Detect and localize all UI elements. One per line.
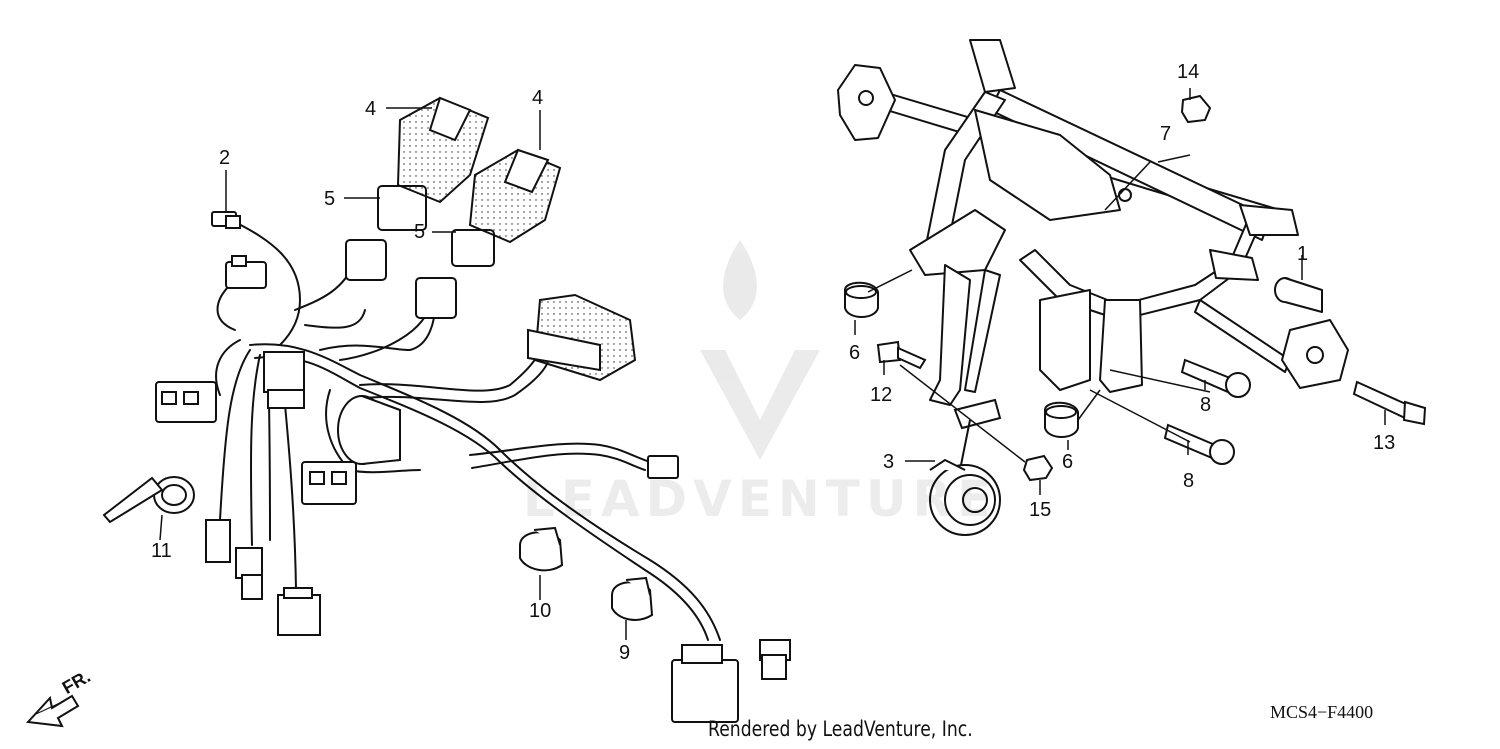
leader-lines: [159, 88, 1386, 640]
relay-covers: [396, 96, 637, 382]
callout-8-upper: 8: [1200, 394, 1212, 416]
callout-12: 12: [870, 384, 893, 406]
callout-7: 7: [1160, 123, 1172, 145]
callout-15: 15: [1029, 499, 1052, 521]
callout-6-left: 6: [849, 342, 861, 364]
callout-14: 14: [1177, 61, 1200, 83]
clamps: [102, 476, 654, 621]
watermark-logo: [700, 240, 820, 460]
render-credit: Rendered by LeadVenture, Inc.: [708, 717, 973, 741]
callout-13: 13: [1373, 432, 1396, 454]
callout-5-right: 5: [414, 221, 426, 243]
front-direction-arrow: [25, 694, 80, 728]
callout-9: 9: [619, 642, 631, 664]
fasteners: [844, 94, 1427, 536]
callout-11: 11: [151, 540, 172, 562]
callout-4-right: 4: [532, 87, 544, 109]
frame-bracket: [837, 39, 1349, 406]
callout-1: 1: [1297, 243, 1309, 265]
callout-4-left: 4: [365, 98, 377, 120]
callout-5-left: 5: [324, 188, 336, 210]
callout-2: 2: [219, 147, 231, 169]
callout-10: 10: [529, 600, 552, 622]
callout-8-lower: 8: [1183, 470, 1195, 492]
harness-connectors: [155, 185, 791, 723]
callout-6-right: 6: [1062, 451, 1074, 473]
diagram-code: MCS4−F4400: [1270, 702, 1374, 722]
watermark-text: LEADVENTURE: [522, 470, 998, 528]
callout-3: 3: [883, 451, 895, 473]
